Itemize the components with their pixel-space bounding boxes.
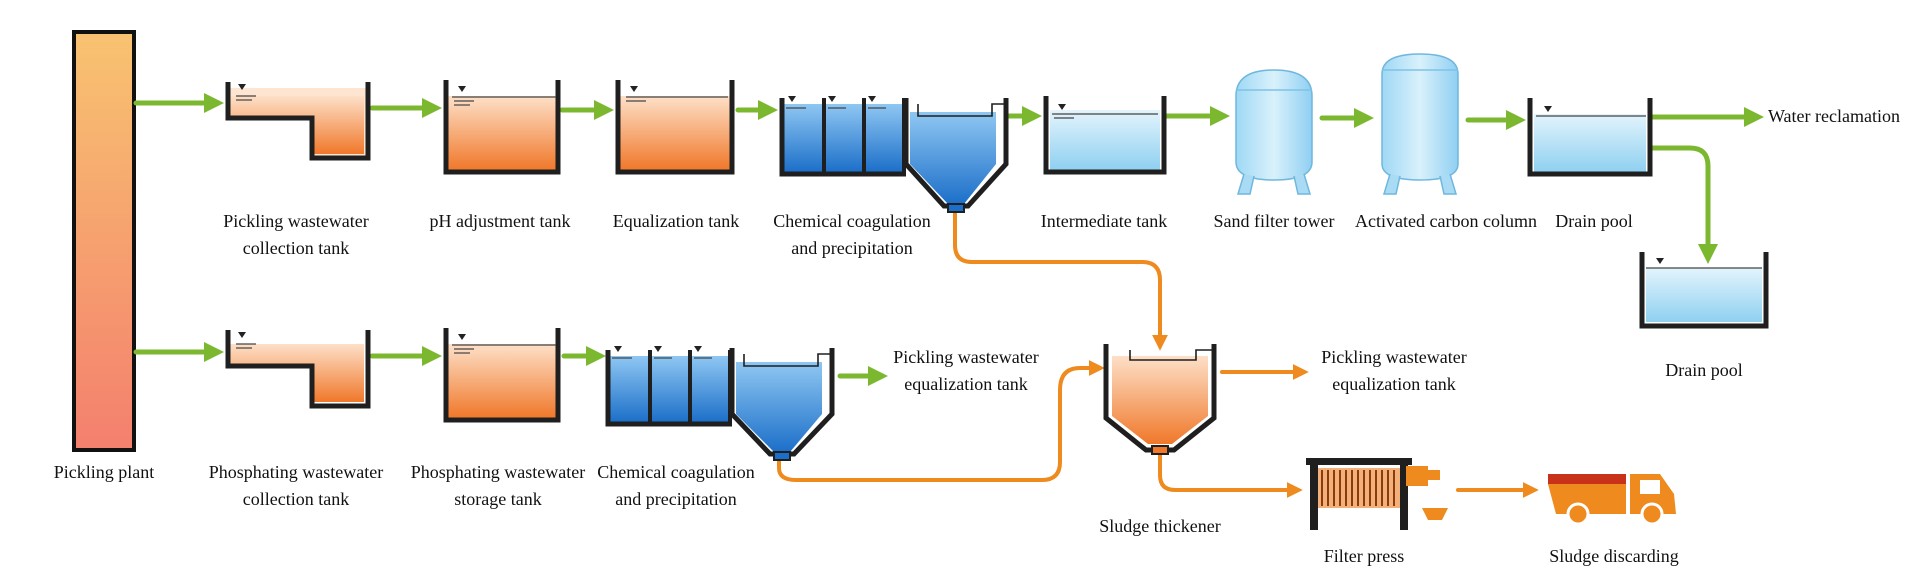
- label-intermediate: Intermediate tank: [1041, 211, 1167, 231]
- water-level-indicator-icon: [238, 332, 246, 338]
- intermediate-tank: [1043, 96, 1167, 175]
- drain-pool-top-tank: [1527, 98, 1653, 177]
- water-level-indicator-icon: [458, 86, 466, 92]
- water-level-indicator-icon: [694, 346, 702, 352]
- water-level-indicator-icon: [788, 96, 796, 102]
- sand-filter-tower: [1235, 69, 1313, 195]
- label-pickling-collection-line1: Pickling wastewater: [223, 211, 368, 231]
- water-level-indicator-icon: [1058, 104, 1066, 110]
- label-coag-bottom-line1: Chemical coagulation: [597, 462, 754, 482]
- label-sludge-discarding: Sludge discarding: [1549, 546, 1678, 566]
- sludge-thickener-to-press: [1158, 450, 1303, 498]
- phosphating-collection-tank: [225, 330, 371, 409]
- sludge-coag-top-to-thickener: [953, 211, 1168, 351]
- water-level-indicator-icon: [458, 334, 466, 340]
- water-level-indicator-icon: [828, 96, 836, 102]
- label-phosphating-collection-line1: Phosphating wastewater: [209, 462, 383, 482]
- ph-adjustment-tank: [443, 80, 561, 175]
- water-level-indicator-icon: [614, 346, 622, 352]
- label-phosphating-storage-line2: storage tank: [454, 489, 541, 509]
- label-equalization: Equalization tank: [613, 211, 739, 231]
- sludge-coag-bottom-to-thickener: [777, 360, 1105, 482]
- water-level-indicator-icon: [654, 346, 662, 352]
- label-ph-adjustment: pH adjustment tank: [430, 211, 571, 231]
- label-pickling-eq-a-line1: Pickling wastewater: [893, 347, 1038, 367]
- water-level-indicator-icon: [1656, 258, 1664, 264]
- label-pickling-eq-a-line2: equalization tank: [904, 374, 1027, 394]
- label-coag-bottom-line2: and precipitation: [615, 489, 736, 509]
- equalization-tank: [615, 80, 735, 175]
- label-sludge-thickener: Sludge thickener: [1099, 516, 1220, 536]
- label-drain-pool-top: Drain pool: [1555, 211, 1632, 231]
- label-sand-filter: Sand filter tower: [1214, 211, 1335, 231]
- filter-press-machine: [1306, 458, 1448, 530]
- label-activated-carbon: Activated carbon column: [1355, 211, 1537, 231]
- sludge-truck-icon: [1548, 474, 1676, 526]
- label-filter-press: Filter press: [1324, 546, 1405, 566]
- label-drain-pool-right: Drain pool: [1665, 360, 1742, 380]
- label-pickling-eq-b-line2: equalization tank: [1332, 374, 1455, 394]
- water-flow-lines: [133, 93, 1764, 386]
- label-phosphating-storage-line1: Phosphating wastewater: [411, 462, 585, 482]
- activated-carbon-column: [1381, 53, 1459, 195]
- sludge-flow-lines: [777, 211, 1539, 498]
- label-coag-top-line1: Chemical coagulation: [773, 211, 930, 231]
- water-level-indicator-icon: [630, 86, 638, 92]
- label-pickling-eq-b-line1: Pickling wastewater: [1321, 347, 1466, 367]
- drain-pool-right-tank: [1639, 252, 1769, 329]
- pickling-plant-column: [72, 30, 136, 452]
- water-level-indicator-icon: [238, 84, 246, 90]
- label-water-reclamation: Water reclamation: [1768, 106, 1900, 126]
- coagulation-tank-bottom: [605, 346, 835, 461]
- coagulation-tank-top: [779, 96, 1009, 213]
- label-phosphating-collection-line2: collection tank: [243, 489, 349, 509]
- pickling-collection-tank: [225, 82, 371, 161]
- flow-drain-to-drain-pool: [1649, 145, 1718, 264]
- water-level-indicator-icon: [1544, 106, 1552, 112]
- sludge-bin-icon: [1422, 508, 1448, 520]
- water-level-indicator-icon: [868, 96, 876, 102]
- labels: Pickling plant Pickling wastewater colle…: [54, 106, 1900, 566]
- sludge-thickener-tank: [1103, 344, 1217, 455]
- label-coag-top-line2: and precipitation: [791, 238, 912, 258]
- label-pickling-collection-line2: collection tank: [243, 238, 349, 258]
- phosphating-storage-tank: [443, 328, 561, 423]
- label-pickling-plant: Pickling plant: [54, 462, 155, 482]
